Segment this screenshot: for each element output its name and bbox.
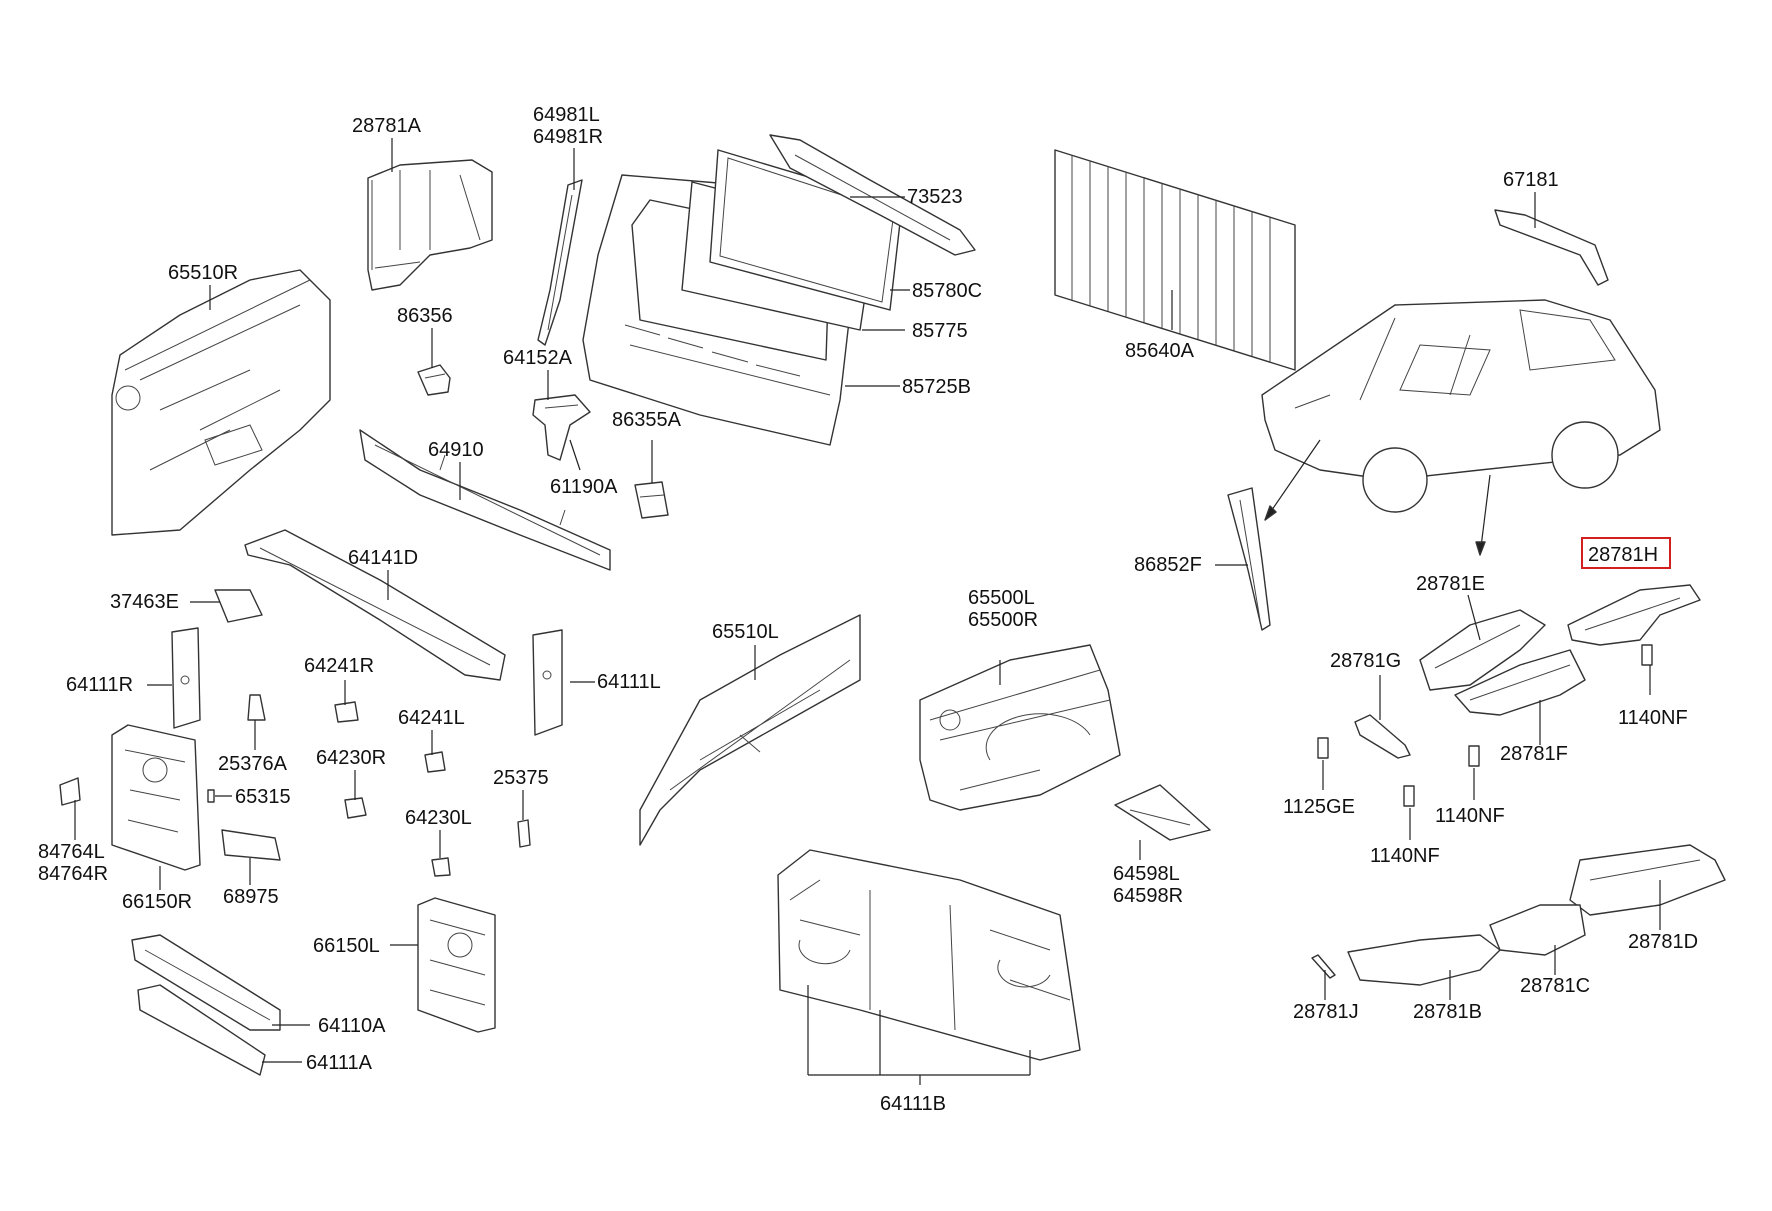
- label-85640A[interactable]: 85640A: [1125, 340, 1195, 362]
- label-64110A[interactable]: 64110A: [318, 1015, 386, 1037]
- label-28781E[interactable]: 28781E: [1416, 573, 1485, 595]
- label-64111L[interactable]: 64111L: [597, 671, 661, 693]
- label-65315[interactable]: 65315: [235, 786, 291, 808]
- part-28781G-drawing[interactable]: [1354, 714, 1411, 759]
- label-84764L[interactable]: 84764L: [38, 841, 105, 863]
- part-64241L-drawing[interactable]: [424, 751, 446, 773]
- label-64152A[interactable]: 64152A: [503, 347, 573, 369]
- label-64111B[interactable]: 64111B: [880, 1093, 946, 1115]
- part-68975-drawing[interactable]: [221, 829, 281, 861]
- part-64111A-drawing[interactable]: [137, 984, 266, 1076]
- part-64230R-drawing[interactable]: [344, 797, 367, 819]
- label-68975[interactable]: 68975: [223, 886, 279, 908]
- part-28781A-drawing[interactable]: [367, 159, 493, 291]
- part-64110A-drawing[interactable]: [131, 934, 281, 1031]
- label-64241L[interactable]: 64241L: [398, 707, 465, 729]
- label-65510L[interactable]: 65510L: [712, 621, 779, 643]
- part-28781C-drawing[interactable]: [1489, 904, 1586, 956]
- label-28781C[interactable]: 28781C: [1520, 975, 1590, 997]
- bolt-1125GE-drawing[interactable]: [1317, 737, 1329, 759]
- label-66150L[interactable]: 66150L: [313, 935, 380, 957]
- label-1125GE[interactable]: 1125GE: [1283, 796, 1355, 818]
- label-64111A[interactable]: 64111A: [306, 1052, 373, 1074]
- part-28781E-drawing[interactable]: [1419, 609, 1546, 691]
- label-1140NF-c[interactable]: 1140NF: [1370, 845, 1440, 867]
- label-66150R[interactable]: 66150R: [122, 891, 192, 913]
- label-73523[interactable]: 73523: [907, 186, 963, 208]
- label-61190A[interactable]: 61190A: [550, 476, 618, 498]
- part-66150L-drawing[interactable]: [417, 897, 496, 1033]
- part-28781J-drawing[interactable]: [1311, 954, 1336, 979]
- part-65315-drawing[interactable]: [207, 789, 215, 803]
- label-64241R[interactable]: 64241R: [304, 655, 374, 677]
- label-64981R[interactable]: 64981R: [533, 126, 603, 148]
- label-28781A[interactable]: 28781A: [352, 115, 422, 137]
- part-64111L-drawing[interactable]: [532, 629, 563, 736]
- part-65510L-drawing[interactable]: [639, 614, 861, 846]
- part-37463E-drawing[interactable]: [214, 589, 263, 623]
- label-65500L[interactable]: 65500L: [968, 587, 1035, 609]
- label-28781B[interactable]: 28781B: [1413, 1001, 1482, 1023]
- part-28781D-drawing[interactable]: [1569, 844, 1726, 916]
- label-64141D[interactable]: 64141D: [348, 547, 418, 569]
- label-86355A[interactable]: 86355A: [612, 409, 682, 431]
- highlight-box-28781H: [1581, 537, 1671, 569]
- label-64981L[interactable]: 64981L: [533, 104, 600, 126]
- part-25376A-drawing[interactable]: [247, 694, 266, 721]
- label-1140NF-b[interactable]: 1140NF: [1435, 805, 1505, 827]
- part-28781H-drawing[interactable]: [1567, 584, 1701, 646]
- label-1140NF-a[interactable]: 1140NF: [1618, 707, 1688, 729]
- vehicle-outline: [1261, 299, 1661, 513]
- label-28781F[interactable]: 28781F: [1500, 743, 1568, 765]
- part-28781B-drawing[interactable]: [1347, 934, 1501, 986]
- part-86355A-drawing[interactable]: [634, 481, 669, 519]
- label-64598R[interactable]: 64598R: [1113, 885, 1183, 907]
- label-84764R[interactable]: 84764R: [38, 863, 108, 885]
- part-85640A-drawing[interactable]: [1054, 149, 1296, 371]
- part-64111B-drawing[interactable]: [777, 849, 1081, 1061]
- part-64910-drawing[interactable]: [359, 429, 611, 571]
- part-64152A-drawing[interactable]: [532, 394, 591, 461]
- label-28781G[interactable]: 28781G: [1330, 650, 1401, 672]
- label-64111R[interactable]: 64111R: [66, 674, 133, 696]
- label-64230R[interactable]: 64230R: [316, 747, 386, 769]
- label-67181[interactable]: 67181: [1503, 169, 1559, 191]
- label-25376A[interactable]: 25376A: [218, 753, 288, 775]
- part-64981-drawing[interactable]: [537, 179, 583, 346]
- label-28781H[interactable]: 28781H: [1588, 544, 1658, 566]
- label-64598L[interactable]: 64598L: [1113, 863, 1180, 885]
- bolt-1140NF-a-drawing[interactable]: [1641, 644, 1653, 666]
- part-64241R-drawing[interactable]: [334, 701, 359, 723]
- part-67181-drawing[interactable]: [1494, 209, 1609, 286]
- label-65510R[interactable]: 65510R: [168, 262, 238, 284]
- label-85725B[interactable]: 85725B: [902, 376, 971, 398]
- part-86852F-drawing[interactable]: [1227, 487, 1271, 631]
- bolt-1140NF-b-drawing[interactable]: [1468, 745, 1480, 767]
- part-64598-drawing[interactable]: [1114, 784, 1211, 841]
- label-85775[interactable]: 85775: [912, 320, 968, 342]
- label-28781J[interactable]: 28781J: [1293, 1001, 1359, 1023]
- label-86852F[interactable]: 86852F: [1134, 554, 1202, 576]
- part-28781F-drawing[interactable]: [1454, 649, 1586, 716]
- label-25375[interactable]: 25375: [493, 767, 549, 789]
- label-64230L[interactable]: 64230L: [405, 807, 472, 829]
- part-86356-drawing[interactable]: [417, 364, 451, 396]
- label-86356[interactable]: 86356: [397, 305, 453, 327]
- label-37463E[interactable]: 37463E: [110, 591, 179, 613]
- leader-lines: [74, 138, 1661, 1085]
- label-28781D[interactable]: 28781D: [1628, 931, 1698, 953]
- part-25375-drawing[interactable]: [517, 819, 531, 848]
- label-65500R[interactable]: 65500R: [968, 609, 1038, 631]
- label-85780C[interactable]: 85780C: [912, 280, 982, 302]
- part-66150R-drawing[interactable]: [111, 724, 201, 871]
- label-64910[interactable]: 64910: [428, 439, 484, 461]
- part-65510R-drawing[interactable]: [111, 269, 331, 536]
- part-64111R-drawing[interactable]: [171, 627, 201, 729]
- part-64141D-drawing[interactable]: [244, 529, 506, 681]
- part-84764-drawing[interactable]: [59, 777, 81, 806]
- part-65500-drawing[interactable]: [919, 644, 1121, 811]
- part-64230L-drawing[interactable]: [431, 857, 451, 877]
- bolt-1140NF-c-drawing[interactable]: [1403, 785, 1415, 807]
